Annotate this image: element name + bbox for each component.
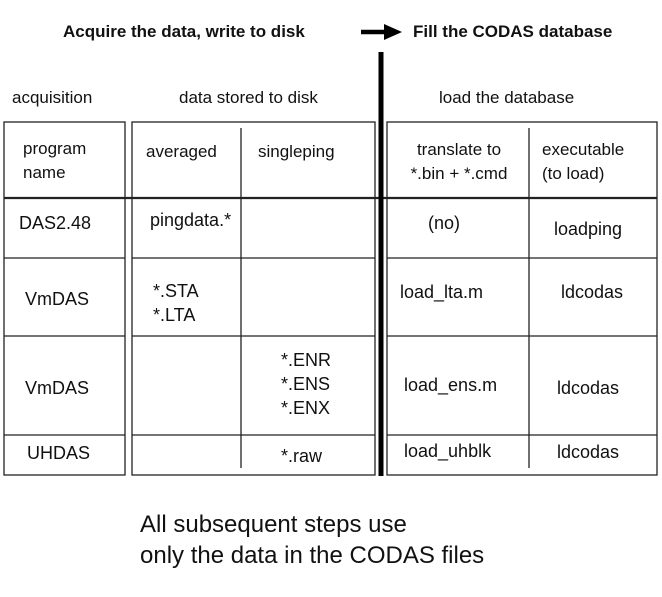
cell-translate-load-uhblk: load_uhblk bbox=[404, 441, 492, 461]
arrow-head bbox=[384, 24, 402, 40]
cell-singleping-raw: *.raw bbox=[281, 446, 323, 466]
cell-program-vmdas: VmDAS bbox=[25, 289, 90, 309]
cell-translate-load-lta: load_lta.m bbox=[400, 282, 484, 302]
cell-averaged-files: *.STA *.LTA bbox=[153, 281, 199, 325]
cell-program-vmdas: VmDAS bbox=[25, 378, 90, 398]
group-label-acquisition: acquisition bbox=[12, 88, 93, 107]
cell-averaged-pingdata: pingdata.* bbox=[150, 210, 232, 230]
acquisition-frame bbox=[3, 121, 126, 476]
column-header-executable: executable (to load) bbox=[542, 140, 625, 183]
column-header-program: program name bbox=[23, 139, 87, 182]
cell-executable-ldcodas: ldcodas bbox=[561, 282, 624, 302]
load-frame bbox=[386, 121, 658, 476]
stored-frame bbox=[131, 121, 376, 476]
cell-executable-ldcodas: ldcodas bbox=[557, 442, 620, 462]
footer-note: All subsequent steps use only the data i… bbox=[140, 511, 485, 569]
column-header-averaged: averaged bbox=[146, 142, 217, 161]
cell-translate-no: (no) bbox=[427, 213, 461, 233]
cell-executable-ldcodas: ldcodas bbox=[557, 378, 620, 398]
header-fill-title: Fill the CODAS database bbox=[413, 22, 613, 41]
group-label-data-stored: data stored to disk bbox=[179, 88, 318, 107]
column-header-translate: translate to *.bin + *.cmd bbox=[410, 140, 508, 183]
cell-executable-loadping: loadping bbox=[554, 219, 623, 239]
header-acquire-title: Acquire the data, write to disk bbox=[63, 22, 305, 41]
cell-program-uhdas: UHDAS bbox=[27, 443, 91, 463]
cell-program-das248: DAS2.48 bbox=[19, 213, 92, 233]
column-header-singleping: singleping bbox=[258, 142, 335, 161]
group-label-load-database: load the database bbox=[439, 88, 575, 107]
cell-singleping-files: *.ENR *.ENS *.ENX bbox=[281, 350, 332, 418]
cell-translate-load-ens: load_ens.m bbox=[404, 375, 498, 395]
